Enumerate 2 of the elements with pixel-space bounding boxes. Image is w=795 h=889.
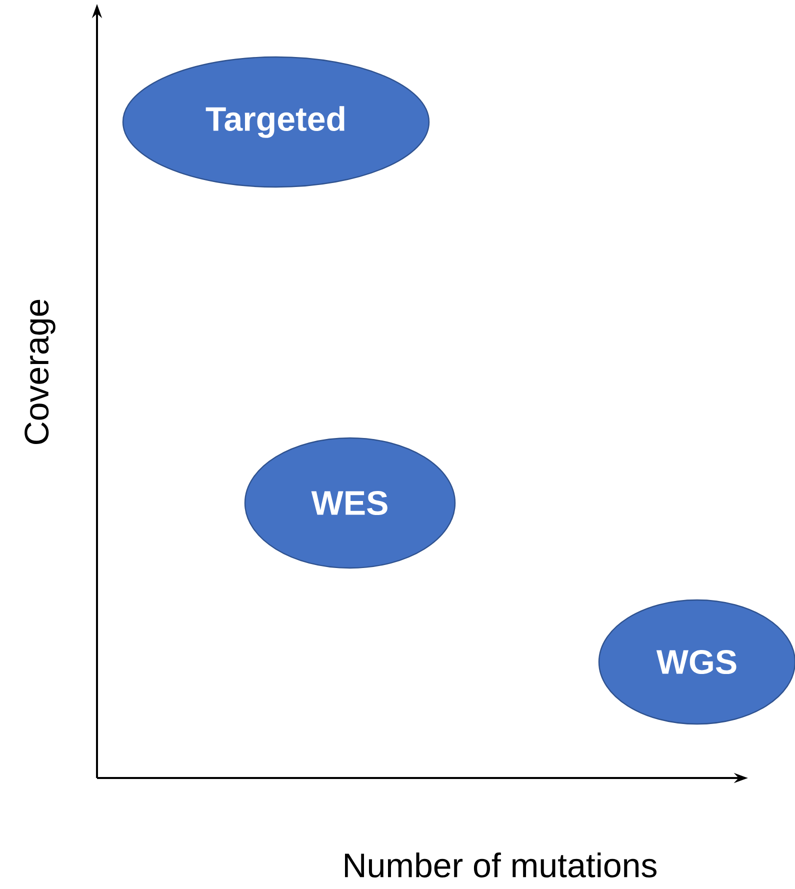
axis-label: Coverage: [24, 300, 56, 444]
axis-label: Number of mutations: [345, 852, 656, 878]
